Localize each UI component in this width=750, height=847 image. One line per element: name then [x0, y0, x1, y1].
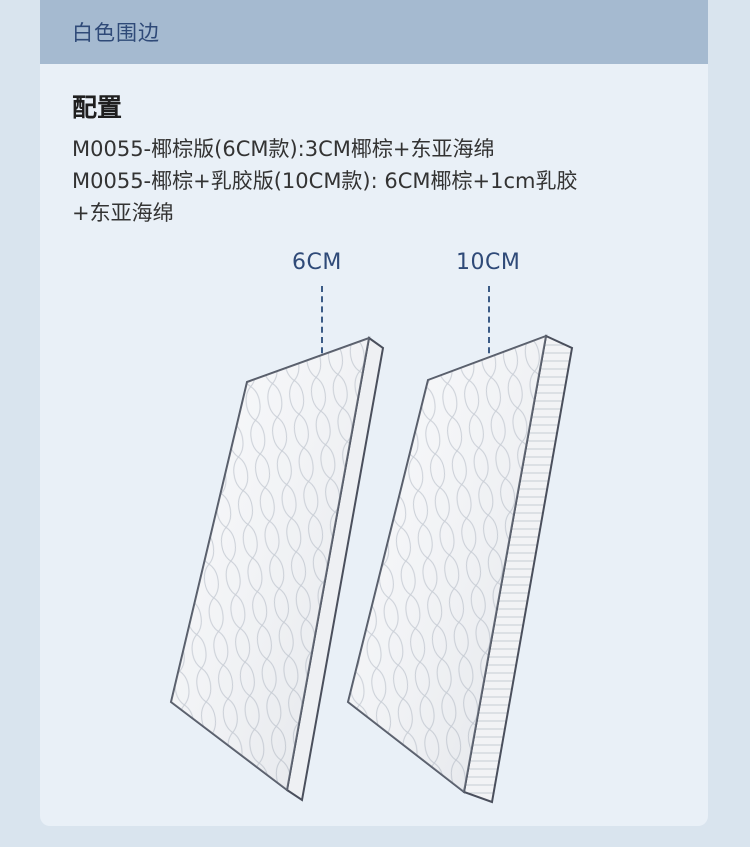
card-header: 白色围边 — [40, 0, 708, 64]
dimension-line — [488, 286, 490, 394]
product-card: 白色围边 配置 M0055-椰棕版(6CM款):3CM椰棕+东亚海绵 M0055… — [40, 0, 708, 826]
mattress-image-10cm — [346, 334, 574, 804]
config-line: +东亚海绵 — [72, 201, 174, 225]
mattress-image-6cm — [169, 336, 385, 802]
dimension-line — [321, 286, 323, 394]
thickness-label-6cm: 6CM — [292, 250, 342, 275]
config-spec: M0055-椰棕版(6CM款):3CM椰棕+东亚海绵 M0055-椰棕+乳胶版(… — [72, 133, 672, 229]
thickness-label-10cm: 10CM — [456, 250, 521, 275]
header-title: 白色围边 — [72, 21, 160, 45]
config-line: M0055-椰棕版(6CM款):3CM椰棕+东亚海绵 — [72, 137, 495, 161]
config-line: M0055-椰棕+乳胶版(10CM款): 6CM椰棕+1cm乳胶 — [72, 169, 578, 193]
config-heading: 配置 — [72, 93, 123, 122]
